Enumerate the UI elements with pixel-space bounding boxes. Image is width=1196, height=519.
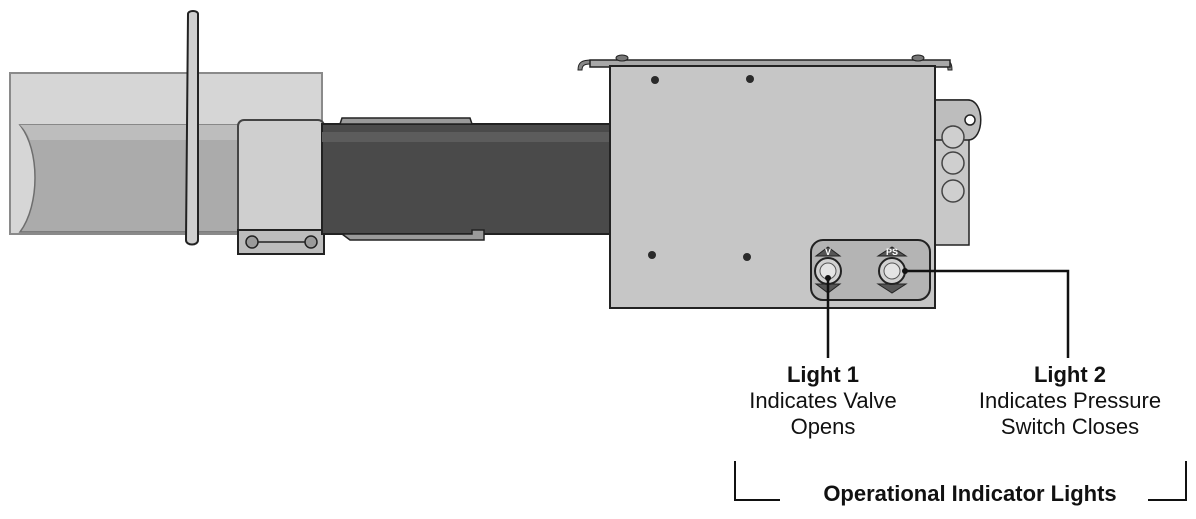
support-rod	[184, 10, 199, 246]
clamp-bolt-right	[304, 235, 318, 249]
light-2-indicator: PS	[876, 246, 908, 294]
light-1-callout: Light 1 Indicates Valve Opens	[713, 362, 933, 440]
light-2-badge: PS	[886, 247, 898, 257]
light-1-desc-line1: Indicates Valve	[749, 388, 897, 413]
light-2-desc-line2: Switch Closes	[1000, 414, 1140, 439]
knockout-2	[941, 151, 965, 175]
inner-pipe-shade	[20, 125, 240, 140]
knockout-3	[941, 179, 965, 203]
light-1-indicator: V	[814, 246, 842, 294]
group-bracket-right	[1148, 461, 1187, 501]
group-bracket-left	[734, 461, 780, 501]
leader-line-2	[905, 269, 1070, 358]
mount-hole	[964, 114, 976, 126]
tube-sleeve-bottom	[339, 229, 485, 241]
light-2-callout: Light 2 Indicates Pressure Switch Closes	[950, 362, 1190, 440]
inner-pipe	[18, 124, 241, 233]
tube-sleeve-top	[338, 117, 474, 125]
enclosure-screws	[648, 75, 754, 261]
light-2-title: Light 2	[1033, 362, 1107, 387]
group-label: Operational Indicator Lights	[823, 481, 1117, 506]
clamp-bolt-left	[245, 235, 259, 249]
clamp-band	[237, 119, 325, 239]
light-1-title: Light 1	[786, 362, 860, 387]
light-1-desc-line2: Opens	[790, 414, 856, 439]
light-1-badge: V	[825, 247, 831, 257]
light-2-desc-line1: Indicates Pressure	[978, 388, 1162, 413]
knockout-1	[941, 125, 965, 149]
